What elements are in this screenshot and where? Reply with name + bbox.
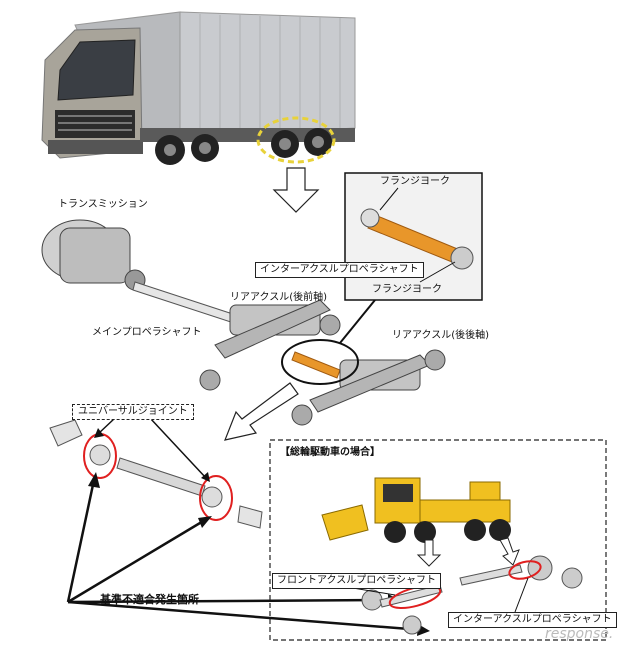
main-propeller-shaft-label: メインプロペラシャフト [92, 327, 202, 339]
awd-title-label: 【総輪駆動車の場合】 [280, 447, 380, 459]
rear-axle-rear-label: リアアクスル(後後軸) [392, 330, 489, 342]
arrow-down-icon [274, 168, 318, 212]
flange-yoke-bottom-label: フランジヨーク [372, 284, 442, 296]
awd-box [270, 440, 606, 640]
arrow-left-down-icon [225, 383, 298, 440]
nonconformity-location-label: 基準不適合発生箇所 [100, 594, 199, 606]
rear-axle-front-label: リアアクスル(後前軸) [230, 292, 327, 304]
flange-yoke-top-label: フランジヨーク [380, 176, 450, 188]
awd-truck-image [322, 478, 511, 543]
universal-joint-label: ユニバーサルジョイント [72, 404, 194, 420]
watermark-text: response. [545, 628, 613, 640]
front-axle-shaft-label: フロントアクスルプロペラシャフト [272, 573, 441, 589]
truck-image [42, 12, 355, 165]
inter-axle-shaft-label: インターアクスルプロペラシャフト [255, 262, 424, 278]
transmission-label: トランスミッション [58, 199, 148, 211]
